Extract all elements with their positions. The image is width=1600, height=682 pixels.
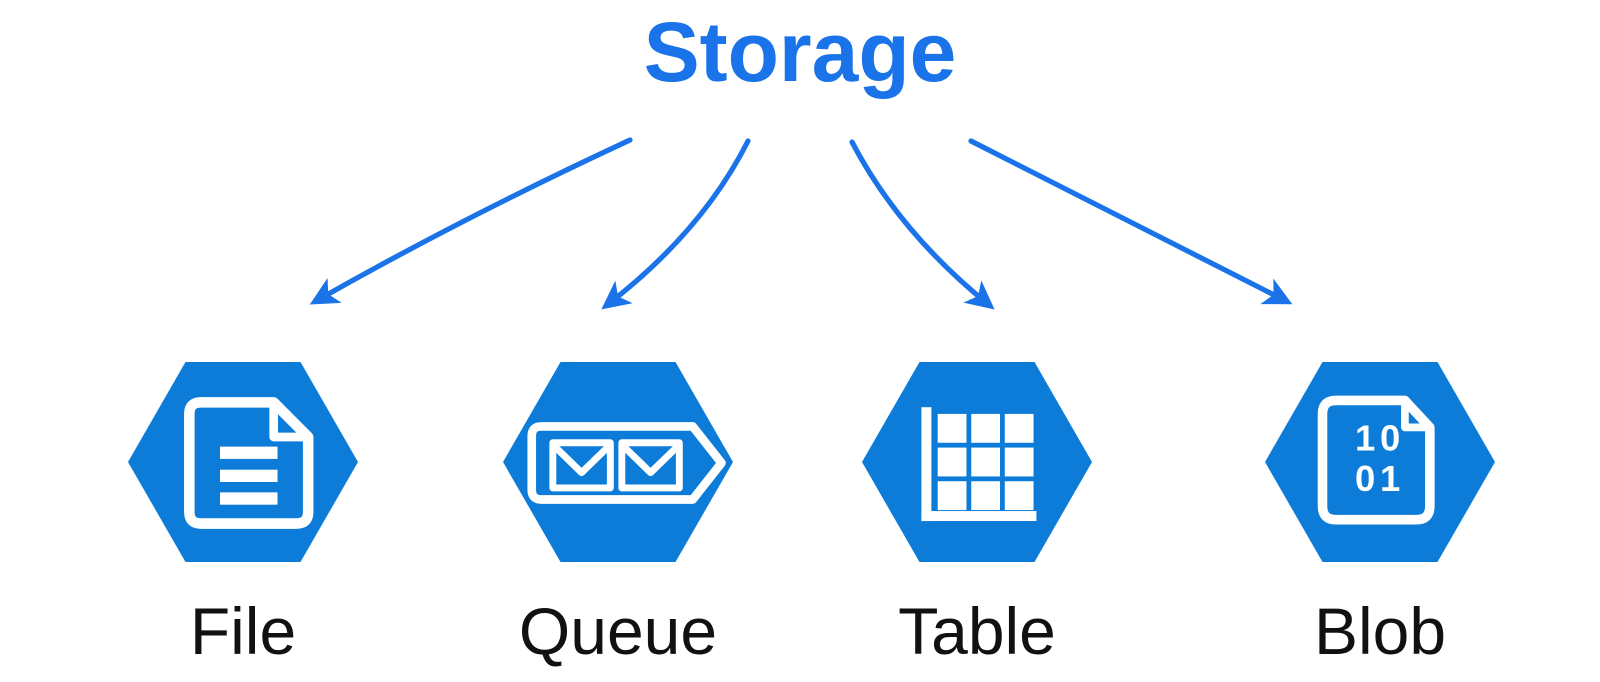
arrow-storage-to-file <box>309 137 633 305</box>
page-title: Storage <box>643 5 957 99</box>
blob-binary-icon: 10 01 <box>1317 395 1435 525</box>
envelope-icon <box>549 439 614 492</box>
node-label-file: File <box>189 594 297 668</box>
node-blob: 10 01 <box>1265 362 1495 562</box>
hexagon-shape <box>128 362 358 562</box>
node-label-blob: Blob <box>1313 594 1447 668</box>
binary-line-1: 10 <box>1355 417 1405 458</box>
arrow-storage-to-queue <box>601 138 751 310</box>
queue-messages-icon <box>527 422 726 504</box>
node-file <box>128 362 358 562</box>
table-grid-icon <box>921 407 1037 522</box>
node-label-table: Table <box>898 594 1056 668</box>
binary-line-2: 01 <box>1355 458 1405 499</box>
node-table <box>862 362 1092 562</box>
node-queue <box>503 362 733 562</box>
arrow-storage-to-blob <box>968 138 1293 305</box>
hexagon-shape <box>503 362 733 562</box>
file-document-icon <box>184 397 314 529</box>
node-label-queue: Queue <box>518 594 718 668</box>
arrow-storage-to-table <box>849 139 995 310</box>
envelope-icon <box>618 439 683 492</box>
